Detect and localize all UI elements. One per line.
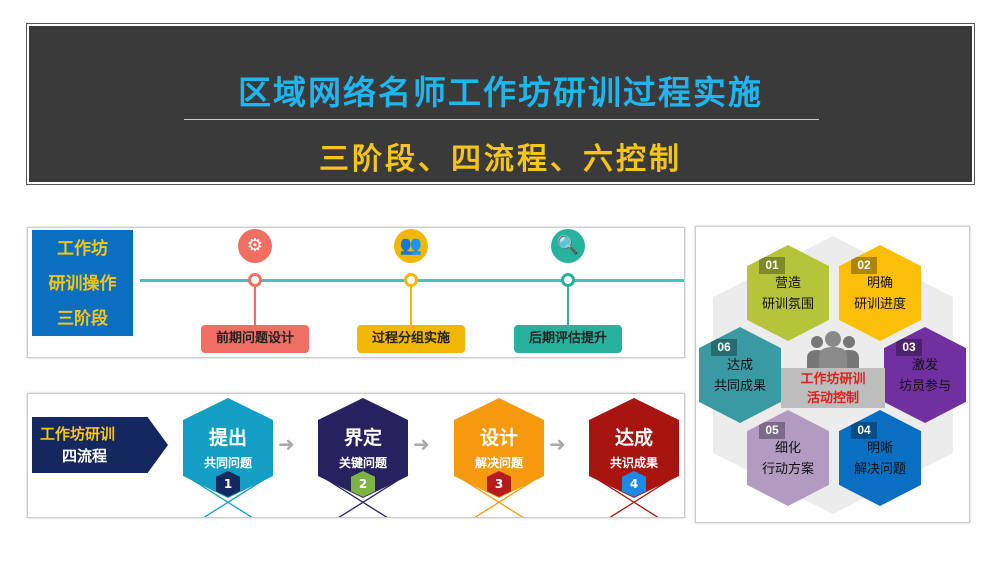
stages-label: 工作坊 研训操作 三阶段 (32, 230, 133, 336)
flow-step-number: 3 (487, 471, 511, 497)
control-line: 明晰 (866, 441, 893, 456)
control-line: 坊员参与 (898, 379, 951, 394)
search-icon: 🔍 (551, 229, 585, 263)
stage-pill: 后期评估提升 (514, 325, 622, 353)
control-line: 达成 (726, 358, 753, 373)
stages-label-line: 三阶段 (57, 309, 108, 329)
stage-pill: 过程分组实施 (357, 325, 465, 353)
flow-step-title: 提出 (208, 427, 247, 449)
flow-step-title: 设计 (479, 427, 518, 449)
stages-label-line: 工作坊 (57, 239, 108, 259)
page-title: 区域网络名师工作坊研训过程实施 (238, 73, 763, 112)
people-icon (807, 331, 859, 370)
control-hexagon: 03 激发 坊员参与 (884, 327, 966, 423)
control-line: 明确 (866, 276, 893, 291)
control-number: 03 (896, 339, 922, 356)
control-number: 02 (851, 257, 877, 274)
stage-connector (410, 287, 412, 325)
control-hexagon: 02 明确 研训进度 (839, 245, 921, 341)
stage-marker (561, 273, 575, 287)
stages-label-line: 研训操作 (48, 274, 117, 294)
control-line: 解决问题 (853, 462, 906, 477)
flow-step-title: 界定 (343, 427, 382, 449)
stage-connector (567, 287, 569, 325)
control-line: 研训氛围 (761, 297, 814, 312)
header-banner: 区域网络名师工作坊研训过程实施 三阶段、四流程、六控制 (26, 23, 975, 185)
control-number: 01 (759, 257, 785, 274)
control-number: 05 (759, 422, 785, 439)
gear-icon: ⚙ (238, 229, 272, 263)
divider (184, 119, 819, 120)
control-line: 细化 (774, 441, 801, 456)
flow-step-subtitle: 共识成果 (609, 456, 658, 470)
control-line: 共同成果 (713, 379, 766, 394)
control-number: 04 (851, 422, 877, 439)
control-center-label: 工作坊研训 活动控制 (781, 368, 885, 408)
flow-step-number: 4 (622, 471, 646, 497)
flow-step-subtitle: 共同问题 (203, 456, 252, 470)
control-line: 营造 (774, 276, 801, 291)
arrow-right-icon: ➜ (549, 432, 566, 456)
control-number: 06 (711, 339, 737, 356)
flow-step-number: 2 (351, 471, 375, 497)
center-label-line: 工作坊研训 (800, 372, 866, 387)
flow-step-number: 1 (216, 471, 240, 497)
flow-step-subtitle: 解决问题 (474, 456, 523, 470)
stage-marker (248, 273, 262, 287)
control-line: 激发 (911, 358, 938, 373)
flow-label: 工作坊研训 四流程 (32, 417, 168, 473)
control-hexagon: 06 达成 共同成果 (699, 327, 781, 423)
flow-step-title: 达成 (614, 427, 653, 449)
control-hexagon: 05 细化 行动方案 (747, 410, 829, 506)
stage-marker (404, 273, 418, 287)
flow-label-line: 工作坊研训 (40, 425, 116, 443)
flow-step-subtitle: 关键问题 (338, 456, 387, 470)
stage-connector (254, 287, 256, 325)
arrow-right-icon: ➜ (278, 432, 295, 456)
page-subtitle: 三阶段、四流程、六控制 (319, 142, 682, 177)
users-icon: 👥 (394, 229, 428, 263)
control-hexagon: 04 明晰 解决问题 (839, 410, 921, 506)
control-hexagon: 01 营造 研训氛围 (747, 245, 829, 341)
stage-pill: 前期问题设计 (201, 325, 309, 353)
flow-label-line: 四流程 (62, 447, 108, 465)
control-line: 研训进度 (853, 297, 906, 312)
center-label-line: 活动控制 (806, 391, 859, 406)
control-line: 行动方案 (761, 462, 814, 477)
arrow-right-icon: ➜ (413, 432, 430, 456)
